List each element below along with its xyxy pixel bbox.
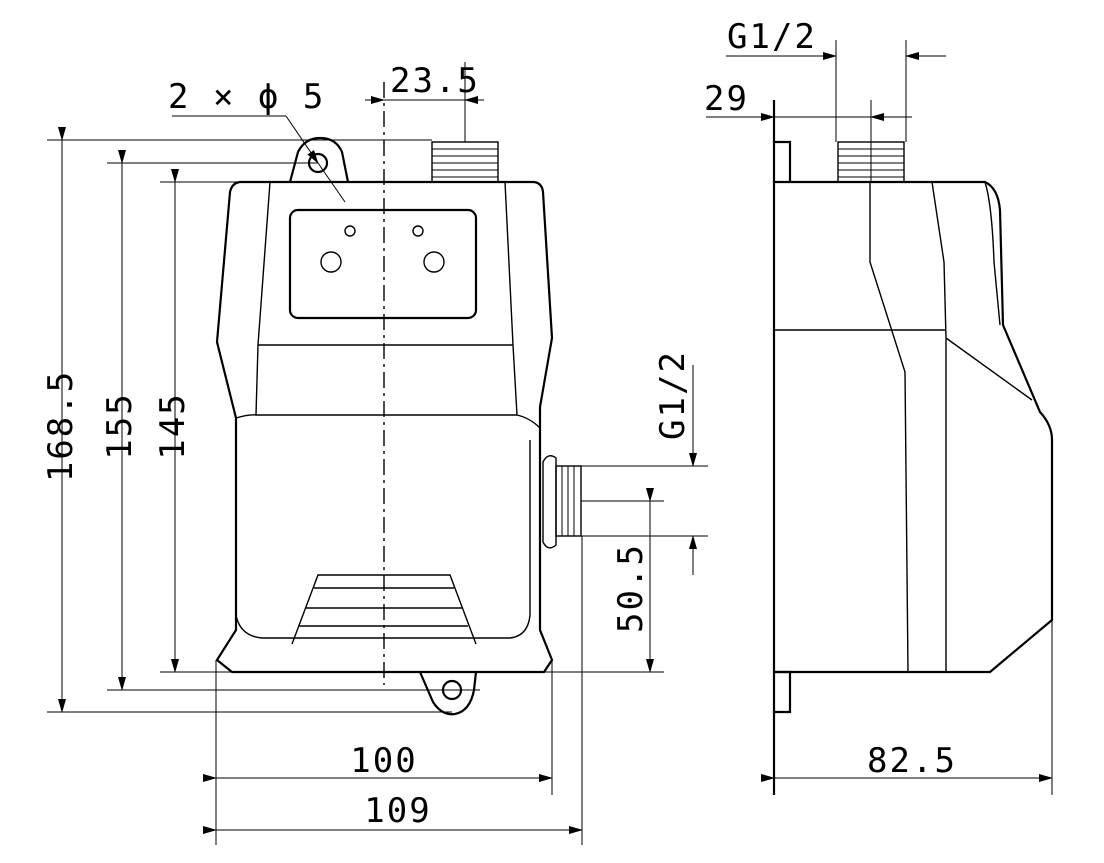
dim-holes: 2 × ϕ 5: [168, 77, 325, 117]
dim-depth: 82.5: [867, 741, 957, 781]
front-dimensions: 168.5 155 145 2 × ϕ 5 23.5 G1/2 50.5: [41, 61, 708, 845]
dim-side-offset: 29: [704, 79, 749, 119]
dim-height-total: 168.5: [41, 370, 81, 482]
upper-housing-lines: [235, 181, 541, 429]
dim-offset-top: 23.5: [390, 61, 480, 101]
dim-thread-top: G1/2: [727, 17, 817, 57]
control-panel: [288, 208, 478, 320]
side-mounting-plate: [774, 140, 792, 714]
panel-button-right: [423, 251, 445, 273]
top-mounting-ear: [288, 136, 350, 183]
side-inner-contour: [869, 181, 1033, 673]
dim-width-body: 100: [350, 741, 417, 781]
dim-thread-side: G1/2: [653, 350, 693, 440]
bottom-mounting-ear: [418, 671, 478, 716]
panel-led-right: [412, 225, 424, 237]
side-thread: [542, 455, 582, 549]
panel-led-left: [344, 225, 356, 237]
dim-height-mount: 155: [100, 392, 140, 459]
top-thread: [431, 141, 499, 183]
dim-width-total: 109: [364, 791, 431, 831]
lower-body-panel: [235, 420, 531, 639]
panel-button-left: [320, 251, 342, 273]
dim-side-outlet-height: 50.5: [611, 543, 651, 633]
dim-height-body: 145: [153, 392, 193, 459]
front-view: [215, 82, 582, 716]
side-dimensions: G1/2 29 82.5: [704, 17, 1053, 795]
side-view: [772, 100, 1054, 795]
side-body-outline: [774, 180, 1054, 674]
